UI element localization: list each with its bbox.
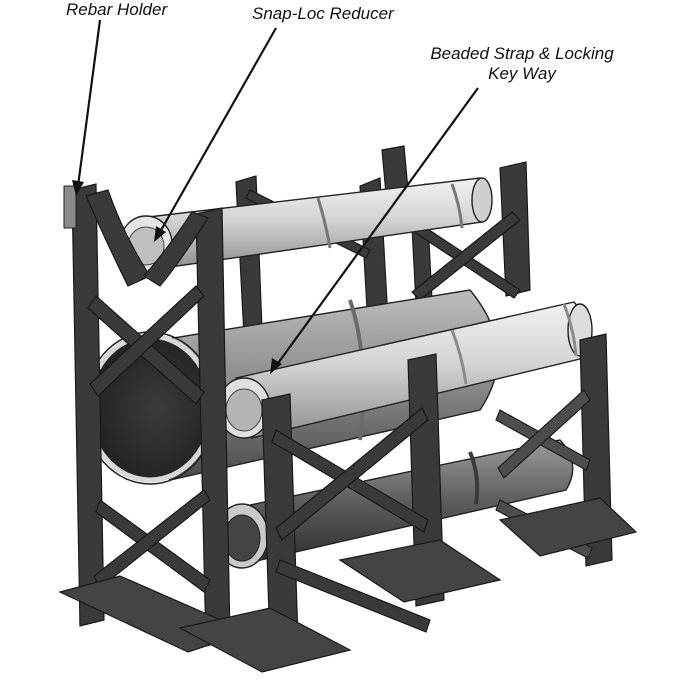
rebar-holder-arrowhead: [72, 180, 84, 196]
snap-loc-leader: [159, 27, 277, 233]
rebar-holder-leader: [76, 19, 102, 187]
snap-loc-reducer-label: Snap-Loc Reducer: [252, 4, 394, 23]
lower-dark-pipe: [215, 439, 574, 569]
front-middle-spacer: [178, 353, 502, 673]
beaded-strap-arrowhead: [270, 358, 282, 374]
rebar-holder-label: Rebar Holder: [66, 0, 168, 19]
callout-lines: [72, 19, 479, 374]
front-right-spacer: [495, 333, 638, 567]
snap-loc-arrowhead: [154, 226, 166, 242]
rebar-holder-tab: [63, 185, 77, 229]
beaded-strap-leader: [275, 87, 479, 367]
beaded-strap-label: Beaded Strap & Locking Key Way: [430, 44, 614, 83]
